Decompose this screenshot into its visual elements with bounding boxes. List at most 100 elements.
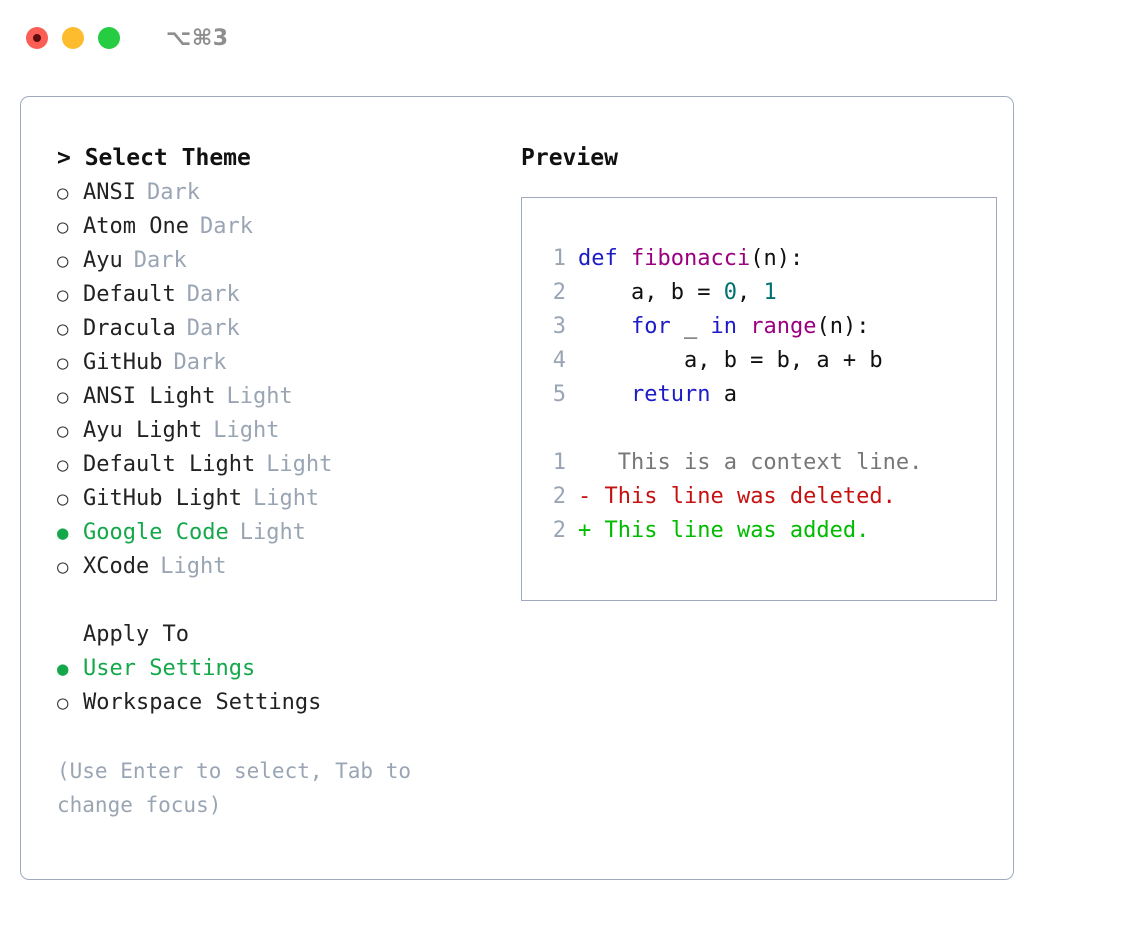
theme-option-ansi[interactable]: ○ ANSI Dark (57, 176, 499, 210)
window-controls (26, 27, 120, 49)
title-bar: ⌥⌘3 (0, 0, 1140, 76)
line-number: 1 (552, 450, 566, 475)
theme-name: Ayu Light (83, 418, 203, 443)
line-number: 3 (552, 314, 566, 339)
theme-kind-badge: Dark (146, 180, 200, 205)
apply-to-list[interactable]: ●User Settings○Workspace Settings (57, 652, 499, 720)
code-line: 5 return a (540, 378, 996, 412)
theme-kind-badge: Dark (199, 214, 253, 239)
close-button[interactable] (26, 27, 48, 49)
token-def: a, b = b, a + b (578, 348, 883, 373)
theme-name: GitHub Light (83, 486, 242, 511)
theme-kind-badge: Light (160, 554, 227, 579)
token-def: a (710, 382, 737, 407)
line-number: 2 (552, 484, 566, 509)
theme-option-google-code[interactable]: ● Google Code Light (57, 516, 499, 550)
token-kw: in (710, 314, 737, 339)
radio-selected-icon: ● (57, 522, 69, 544)
theme-name: XCode (83, 554, 150, 579)
radio-unselected-icon: ○ (57, 182, 69, 204)
token-kw: for (630, 314, 671, 339)
line-number: 2 (552, 280, 566, 305)
token-def: , (736, 280, 764, 305)
theme-name: ANSI Light (83, 384, 216, 409)
diff-line-add: 2+ This line was added. (540, 514, 996, 548)
code-text: def fibonacci(n): (578, 242, 803, 276)
token-def: (n): (816, 314, 870, 339)
code-line: 1 def fibonacci(n): (540, 242, 996, 276)
diff-sign: - (578, 484, 592, 509)
theme-kind-badge: Light (266, 452, 333, 477)
code-text: a, b = 0, 1 (578, 276, 777, 310)
theme-name: ANSI (83, 180, 136, 205)
diff-line-del: 2- This line was deleted. (540, 480, 996, 514)
token-num: 0 (723, 280, 737, 305)
apply-to-heading: Apply To (83, 622, 189, 647)
radio-unselected-icon: ○ (57, 556, 69, 578)
maximize-button[interactable] (98, 27, 120, 49)
theme-option-ansi-light[interactable]: ○ ANSI Light Light (57, 380, 499, 414)
token-def (737, 314, 750, 339)
code-line: 2 a, b = 0, 1 (540, 276, 996, 310)
theme-name: Dracula (83, 316, 176, 341)
keyboard-hint-text: (Use Enter to select, Tab to change focu… (57, 759, 424, 817)
token-fn: range (750, 314, 817, 339)
theme-option-github[interactable]: ○ GitHub Dark (57, 346, 499, 380)
theme-name: Ayu (83, 248, 123, 273)
token-def: (n): (750, 246, 804, 271)
token-kw: return (630, 382, 711, 407)
code-text: return a (578, 378, 737, 412)
code-diff-spacer (540, 412, 996, 446)
line-number: 2 (552, 518, 566, 543)
code-text: for _ in range(n): (578, 310, 869, 344)
theme-name: GitHub (83, 350, 163, 375)
radio-unselected-icon: ○ (57, 420, 69, 442)
token-def: _ (670, 314, 711, 339)
diff-sample: 1 This is a context line.2- This line wa… (540, 446, 996, 548)
theme-option-dracula[interactable]: ○ Dracula Dark (57, 312, 499, 346)
radio-unselected-icon: ○ (57, 386, 69, 408)
theme-name: Google Code (83, 520, 229, 545)
code-line: 4 a, b = b, a + b (540, 344, 996, 378)
theme-kind-badge: Dark (186, 316, 240, 341)
code-text: a, b = b, a + b (578, 344, 883, 378)
diff-text: This line was deleted. (591, 484, 896, 509)
preview-heading: Preview (521, 145, 618, 171)
code-line: 3 for _ in range(n): (540, 310, 996, 344)
keyboard-shortcut-label: ⌥⌘3 (166, 25, 229, 51)
select-theme-heading: > Select Theme (57, 145, 251, 171)
theme-option-xcode[interactable]: ○ XCode Light (57, 550, 499, 584)
diff-sign: + (578, 518, 592, 543)
theme-kind-badge: Light (226, 384, 293, 409)
radio-unselected-icon: ○ (57, 318, 69, 340)
section-spacer (57, 584, 499, 618)
line-number: 4 (552, 348, 566, 373)
theme-kind-badge: Dark (173, 350, 227, 375)
token-fn: fibonacci (631, 246, 751, 271)
radio-selected-icon: ● (57, 658, 69, 680)
theme-kind-badge: Dark (186, 282, 240, 307)
theme-kind-badge: Dark (133, 248, 187, 273)
minimize-button[interactable] (62, 27, 84, 49)
radio-unselected-icon: ○ (57, 352, 69, 374)
apply-to-option-workspace-settings[interactable]: ○Workspace Settings (57, 686, 499, 720)
radio-unselected-icon: ○ (57, 216, 69, 238)
radio-unselected-icon: ○ (57, 454, 69, 476)
theme-name: Default (83, 282, 176, 307)
apply-to-option-user-settings[interactable]: ●User Settings (57, 652, 499, 686)
line-number: 1 (552, 246, 566, 271)
theme-kind-badge: Light (239, 520, 306, 545)
diff-sign (578, 446, 591, 480)
